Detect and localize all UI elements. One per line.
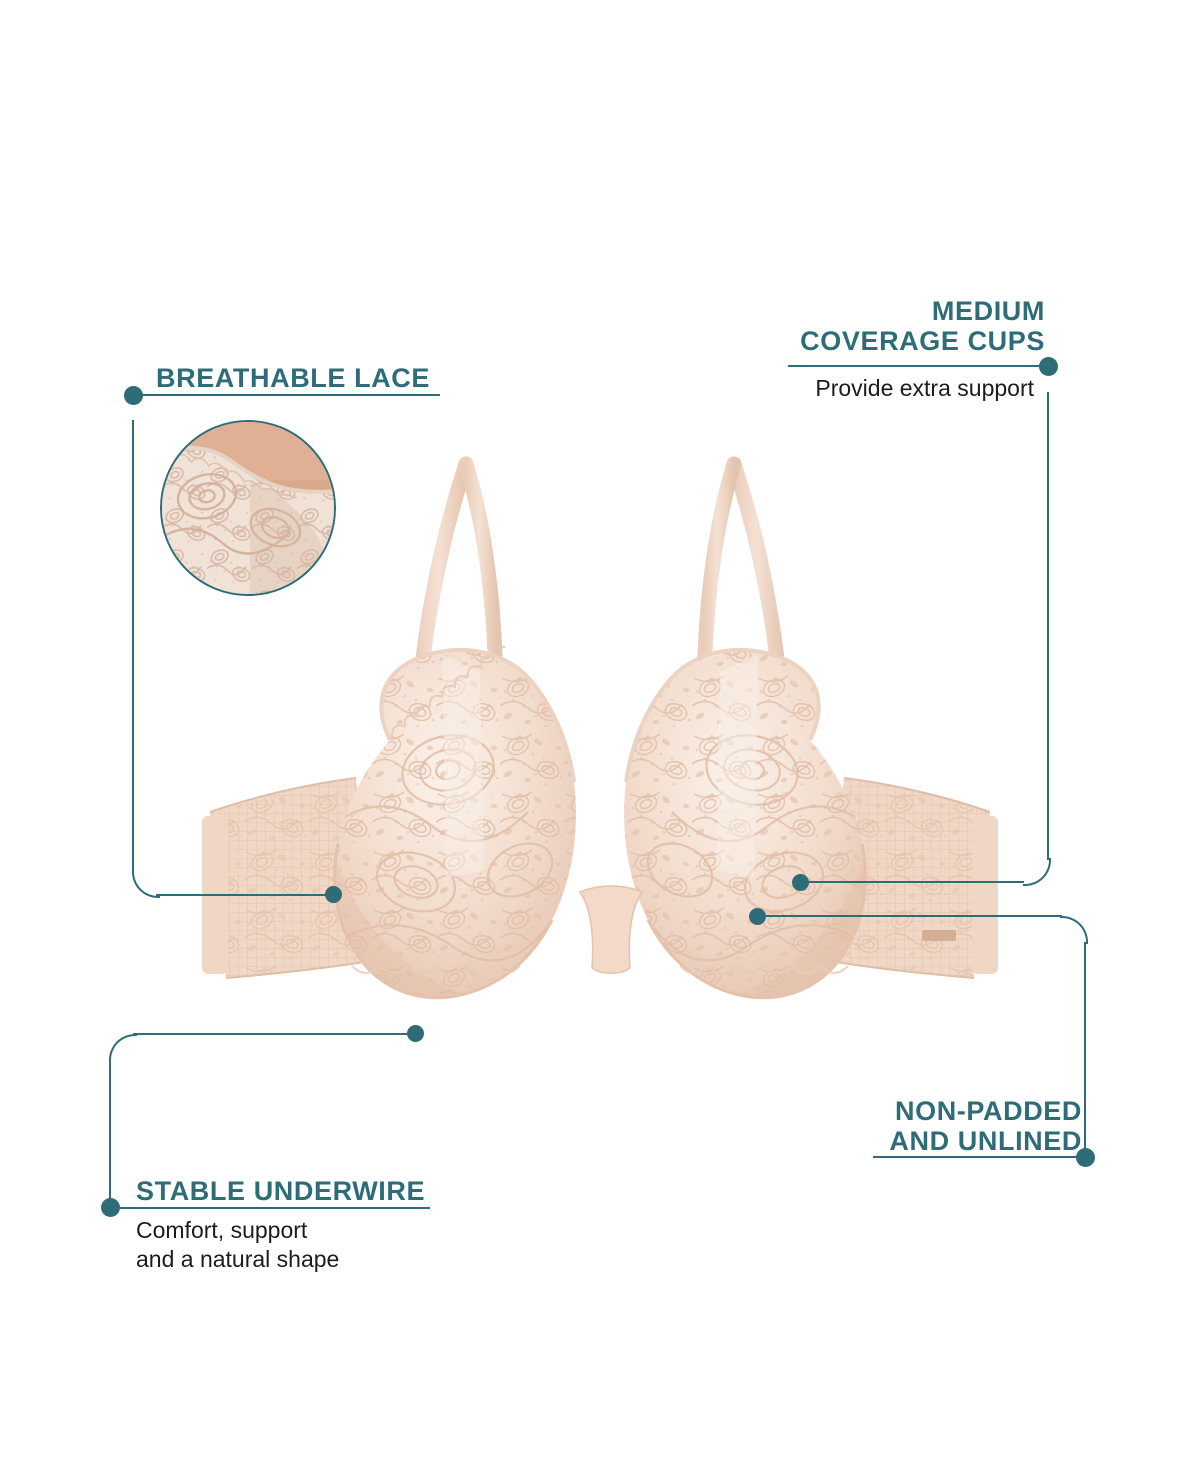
bra-center-gore <box>578 885 644 974</box>
product-image-bra <box>180 440 1020 1065</box>
breathable-lace-closeup-inset <box>160 420 336 596</box>
callout-dot-medium-coverage-cups <box>1039 357 1058 376</box>
connector-elbow-stable-underwire <box>109 1034 137 1062</box>
callout-rule-non-padded-and-unlined <box>873 1156 1082 1158</box>
connector-horizontal-breathable-lace <box>156 894 336 896</box>
connector-vertical-breathable-lace <box>132 420 134 872</box>
callout-dot-breathable-lace <box>124 386 143 405</box>
connector-vertical-stable-underwire <box>109 1060 111 1200</box>
callout-subtitle-stable-underwire: Comfort, support and a natural shape <box>136 1217 340 1272</box>
callout-rule-breathable-lace <box>138 394 440 396</box>
connector-elbow-medium-coverage-cups <box>1023 858 1051 886</box>
callout-subtitle-medium-coverage-cups: Provide extra support <box>815 375 1034 401</box>
bra-lace-hem <box>351 964 849 974</box>
anchor-dot-breathable-lace <box>325 886 342 903</box>
bra-cup-right <box>624 647 867 1000</box>
connector-horizontal-non-padded-and-unlined <box>766 915 1062 917</box>
callout-title-medium-coverage-cups: MEDIUM COVERAGE CUPS <box>800 296 1045 357</box>
callout-dot-stable-underwire <box>101 1198 120 1217</box>
anchor-dot-medium-coverage-cups <box>792 874 809 891</box>
callout-rule-medium-coverage-cups <box>788 365 1046 367</box>
callout-title-non-padded-and-unlined: NON-PADDED AND UNLINED <box>889 1096 1082 1157</box>
connector-horizontal-stable-underwire <box>133 1033 415 1035</box>
connector-horizontal-medium-coverage-cups <box>808 881 1024 883</box>
anchor-dot-stable-underwire <box>407 1025 424 1042</box>
callout-title-stable-underwire: STABLE UNDERWIRE <box>136 1176 426 1206</box>
callout-rule-stable-underwire <box>120 1207 430 1209</box>
callout-dot-non-padded-and-unlined <box>1076 1148 1095 1167</box>
bra-cup-left <box>333 645 576 1000</box>
connector-vertical-non-padded-and-unlined <box>1084 942 1086 1150</box>
anchor-dot-non-padded-and-unlined <box>749 908 766 925</box>
connector-vertical-medium-coverage-cups <box>1047 392 1049 860</box>
connector-elbow-non-padded-and-unlined <box>1060 916 1088 944</box>
callout-title-breathable-lace: BREATHABLE LACE <box>156 363 430 393</box>
